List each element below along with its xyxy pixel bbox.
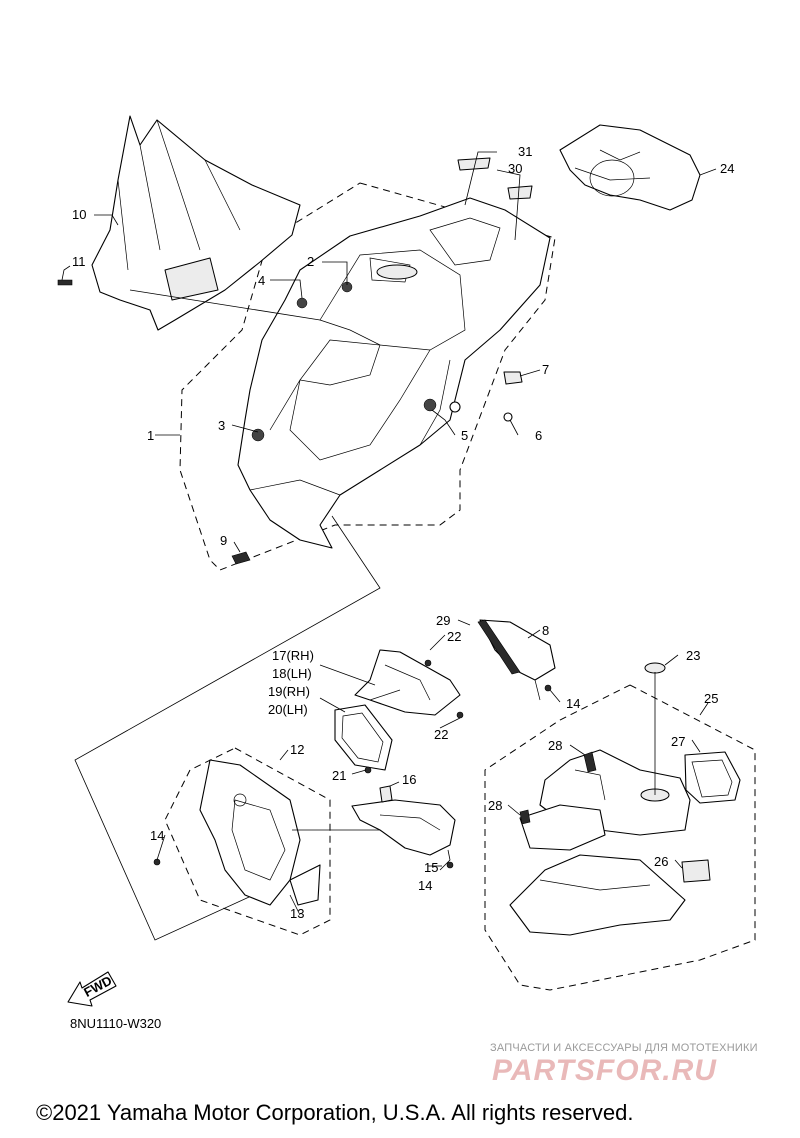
callout-18: 18(LH) (272, 666, 312, 681)
callout-10: 10 (72, 207, 86, 222)
clamp-part-28-b (519, 809, 531, 825)
callout-17: 17(RH) (272, 648, 314, 663)
callout-14-b: 14 (418, 878, 432, 893)
screw-part-9 (231, 551, 251, 565)
callout-5: 5 (461, 428, 468, 443)
filter-part-27 (684, 751, 741, 804)
nut-part-7 (503, 371, 523, 385)
callout-20: 20(LH) (268, 702, 308, 717)
callout-13: 13 (290, 906, 304, 921)
callout-1: 1 (147, 428, 154, 443)
callout-29: 29 (436, 613, 450, 628)
callout-7: 7 (542, 362, 549, 377)
callout-3: 3 (218, 418, 225, 433)
airbox-part-25 (509, 749, 691, 936)
assembly-1-outline (179, 182, 556, 571)
callout-14-a: 14 (150, 828, 164, 843)
windscreen-part-10 (91, 115, 301, 331)
assembly-leader-line (74, 515, 381, 941)
callout-8: 8 (542, 623, 549, 638)
callout-26: 26 (654, 854, 668, 869)
callout-12: 12 (290, 742, 304, 757)
bracket-part-30 (507, 185, 533, 200)
lower-cover-part-15 (351, 799, 456, 856)
assembly-12-outline (164, 747, 331, 936)
callout-16: 16 (402, 772, 416, 787)
fwd-arrow-icon: FWD (67, 971, 117, 1007)
copyright-notice: ©2021 Yamaha Motor Corporation, U.S.A. A… (36, 1100, 634, 1125)
assembly-25-outline (484, 684, 756, 991)
callout-22-b: 22 (434, 727, 448, 742)
callout-31: 31 (518, 144, 532, 159)
diagram-code: 8NU1110-W320 (70, 1016, 162, 1031)
leader-lines (61, 151, 717, 916)
callout-4: 4 (258, 273, 265, 288)
callout-6: 6 (535, 428, 542, 443)
callout-24: 24 (720, 161, 734, 176)
sticker-4 (296, 297, 308, 309)
callout-27: 27 (671, 734, 685, 749)
fastener-part-22-a (424, 659, 432, 667)
sticker-3 (251, 428, 265, 442)
watermark-logo: PARTSFOR.RU (492, 1054, 717, 1087)
callout-19: 19(RH) (268, 684, 310, 699)
watermark-tagline: ЗАПЧАСТИ И АКСЕССУАРЫ ДЛЯ МОТОТЕХНИКИ (490, 1042, 758, 1054)
grommet-part-6 (503, 412, 513, 422)
callout-30: 30 (508, 161, 522, 176)
callout-11: 11 (72, 254, 86, 269)
duct-frame-part-19-20 (334, 704, 393, 771)
callout-25: 25 (704, 691, 718, 706)
callout-28-b: 28 (488, 798, 502, 813)
callout-2: 2 (307, 254, 314, 269)
callout-15: 15 (424, 860, 438, 875)
callout-9: 9 (220, 533, 227, 548)
panel-part-13 (289, 864, 321, 906)
clip-part-16 (379, 785, 393, 803)
callout-22-a: 22 (447, 629, 461, 644)
bolt-part-11 (57, 279, 73, 286)
strip-part-29 (477, 619, 521, 675)
inner-panel-part-17-18 (354, 649, 461, 716)
fastener-part-14-c (544, 684, 552, 692)
bracket-part-31 (457, 157, 491, 171)
clamp-part-28-a (583, 751, 597, 773)
label-part-26 (681, 859, 711, 883)
callout-21: 21 (332, 768, 346, 783)
callout-23: 23 (686, 648, 700, 663)
cover-part-24 (559, 124, 701, 211)
front-cowl-part-1 (237, 197, 551, 549)
sticker-5 (423, 398, 437, 412)
grommet-part-23 (644, 662, 666, 674)
fastener-part-22-b (456, 711, 464, 719)
callout-28-a: 28 (548, 738, 562, 753)
callout-14-c: 14 (566, 696, 580, 711)
side-panel-part-12 (199, 759, 301, 906)
fastener-part-14-b (446, 861, 454, 869)
grommet-part-5 (449, 401, 461, 413)
